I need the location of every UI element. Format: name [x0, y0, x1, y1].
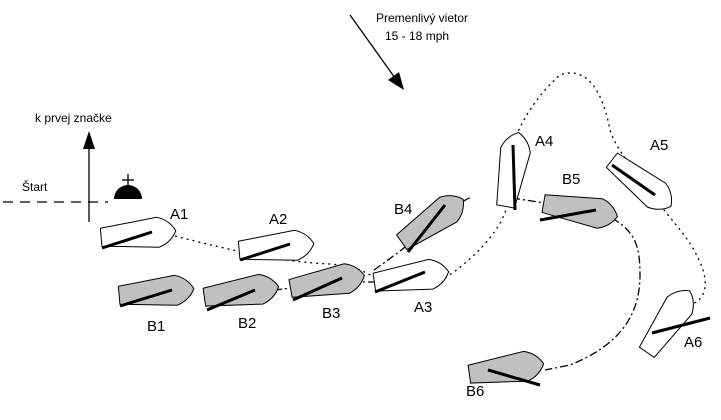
boat-boom-b3 — [292, 276, 343, 302]
boat-boom-a5 — [611, 163, 656, 197]
wind-label-line2: 15 - 18 mph — [385, 29, 449, 43]
boat-hull-b6 — [467, 350, 545, 384]
boat-boom-a3 — [374, 270, 426, 294]
boat-a5 — [605, 152, 673, 210]
boat-hull-a2 — [237, 229, 315, 261]
boat-hull-a6 — [638, 290, 694, 359]
boats-layer — [99, 132, 711, 387]
start-label: Štart — [22, 179, 48, 194]
boat-b5 — [539, 194, 618, 229]
boat-label-a4: A4 — [535, 133, 553, 150]
boat-b4 — [395, 195, 464, 253]
boat-label-a6: A6 — [684, 334, 702, 351]
boat-label-a3: A3 — [414, 299, 432, 316]
boat-label-a2: A2 — [269, 211, 287, 228]
boat-boom-b6 — [487, 368, 541, 387]
course-b-dashdot-3 — [544, 217, 641, 371]
boat-label-b3: B3 — [322, 305, 340, 322]
boat-b3 — [288, 263, 365, 302]
up-arrow-icon — [83, 131, 95, 222]
first-mark-label: k prvej značke — [35, 111, 112, 125]
boat-a4 — [496, 132, 531, 211]
boat-hull-b5 — [541, 194, 618, 229]
boat-b1 — [117, 274, 195, 308]
boat-boom-a2 — [239, 242, 291, 262]
boat-hull-a3 — [372, 258, 450, 292]
boat-label-b6: B6 — [466, 383, 484, 400]
wind-label-line1: Premenlivý vietor — [376, 11, 468, 25]
boat-a1 — [99, 216, 177, 250]
boat-label-b2: B2 — [238, 315, 256, 332]
course-a-dotted-2 — [444, 72, 706, 306]
boat-b2 — [202, 273, 280, 312]
boat-boom-a1 — [101, 230, 153, 250]
boat-a6 — [638, 290, 711, 359]
boat-label-a1: A1 — [170, 206, 188, 223]
boat-boom-a4 — [511, 144, 517, 211]
wind-arrow-icon — [349, 14, 404, 90]
boat-label-b5: B5 — [562, 171, 580, 188]
boat-hull-a5 — [605, 152, 673, 210]
boat-boom-b5 — [539, 208, 597, 222]
boat-boom-a6 — [651, 316, 711, 335]
boat-label-b4: B4 — [394, 201, 412, 218]
boat-label-b1: B1 — [147, 318, 165, 335]
boat-a3 — [372, 258, 450, 294]
boat-hull-b1 — [117, 274, 195, 306]
boat-boom-b2 — [206, 288, 256, 312]
boat-hull-a1 — [99, 216, 177, 248]
boat-label-a5: A5 — [650, 137, 668, 154]
boat-hull-b2 — [202, 273, 280, 307]
boat-b6 — [467, 350, 545, 387]
boat-hull-a4 — [496, 132, 531, 209]
boat-a2 — [237, 229, 315, 262]
committee-boat-icon — [114, 174, 142, 199]
boat-hull-b3 — [288, 263, 365, 298]
boat-boom-b1 — [119, 288, 173, 308]
boat-boom-b4 — [406, 204, 447, 253]
